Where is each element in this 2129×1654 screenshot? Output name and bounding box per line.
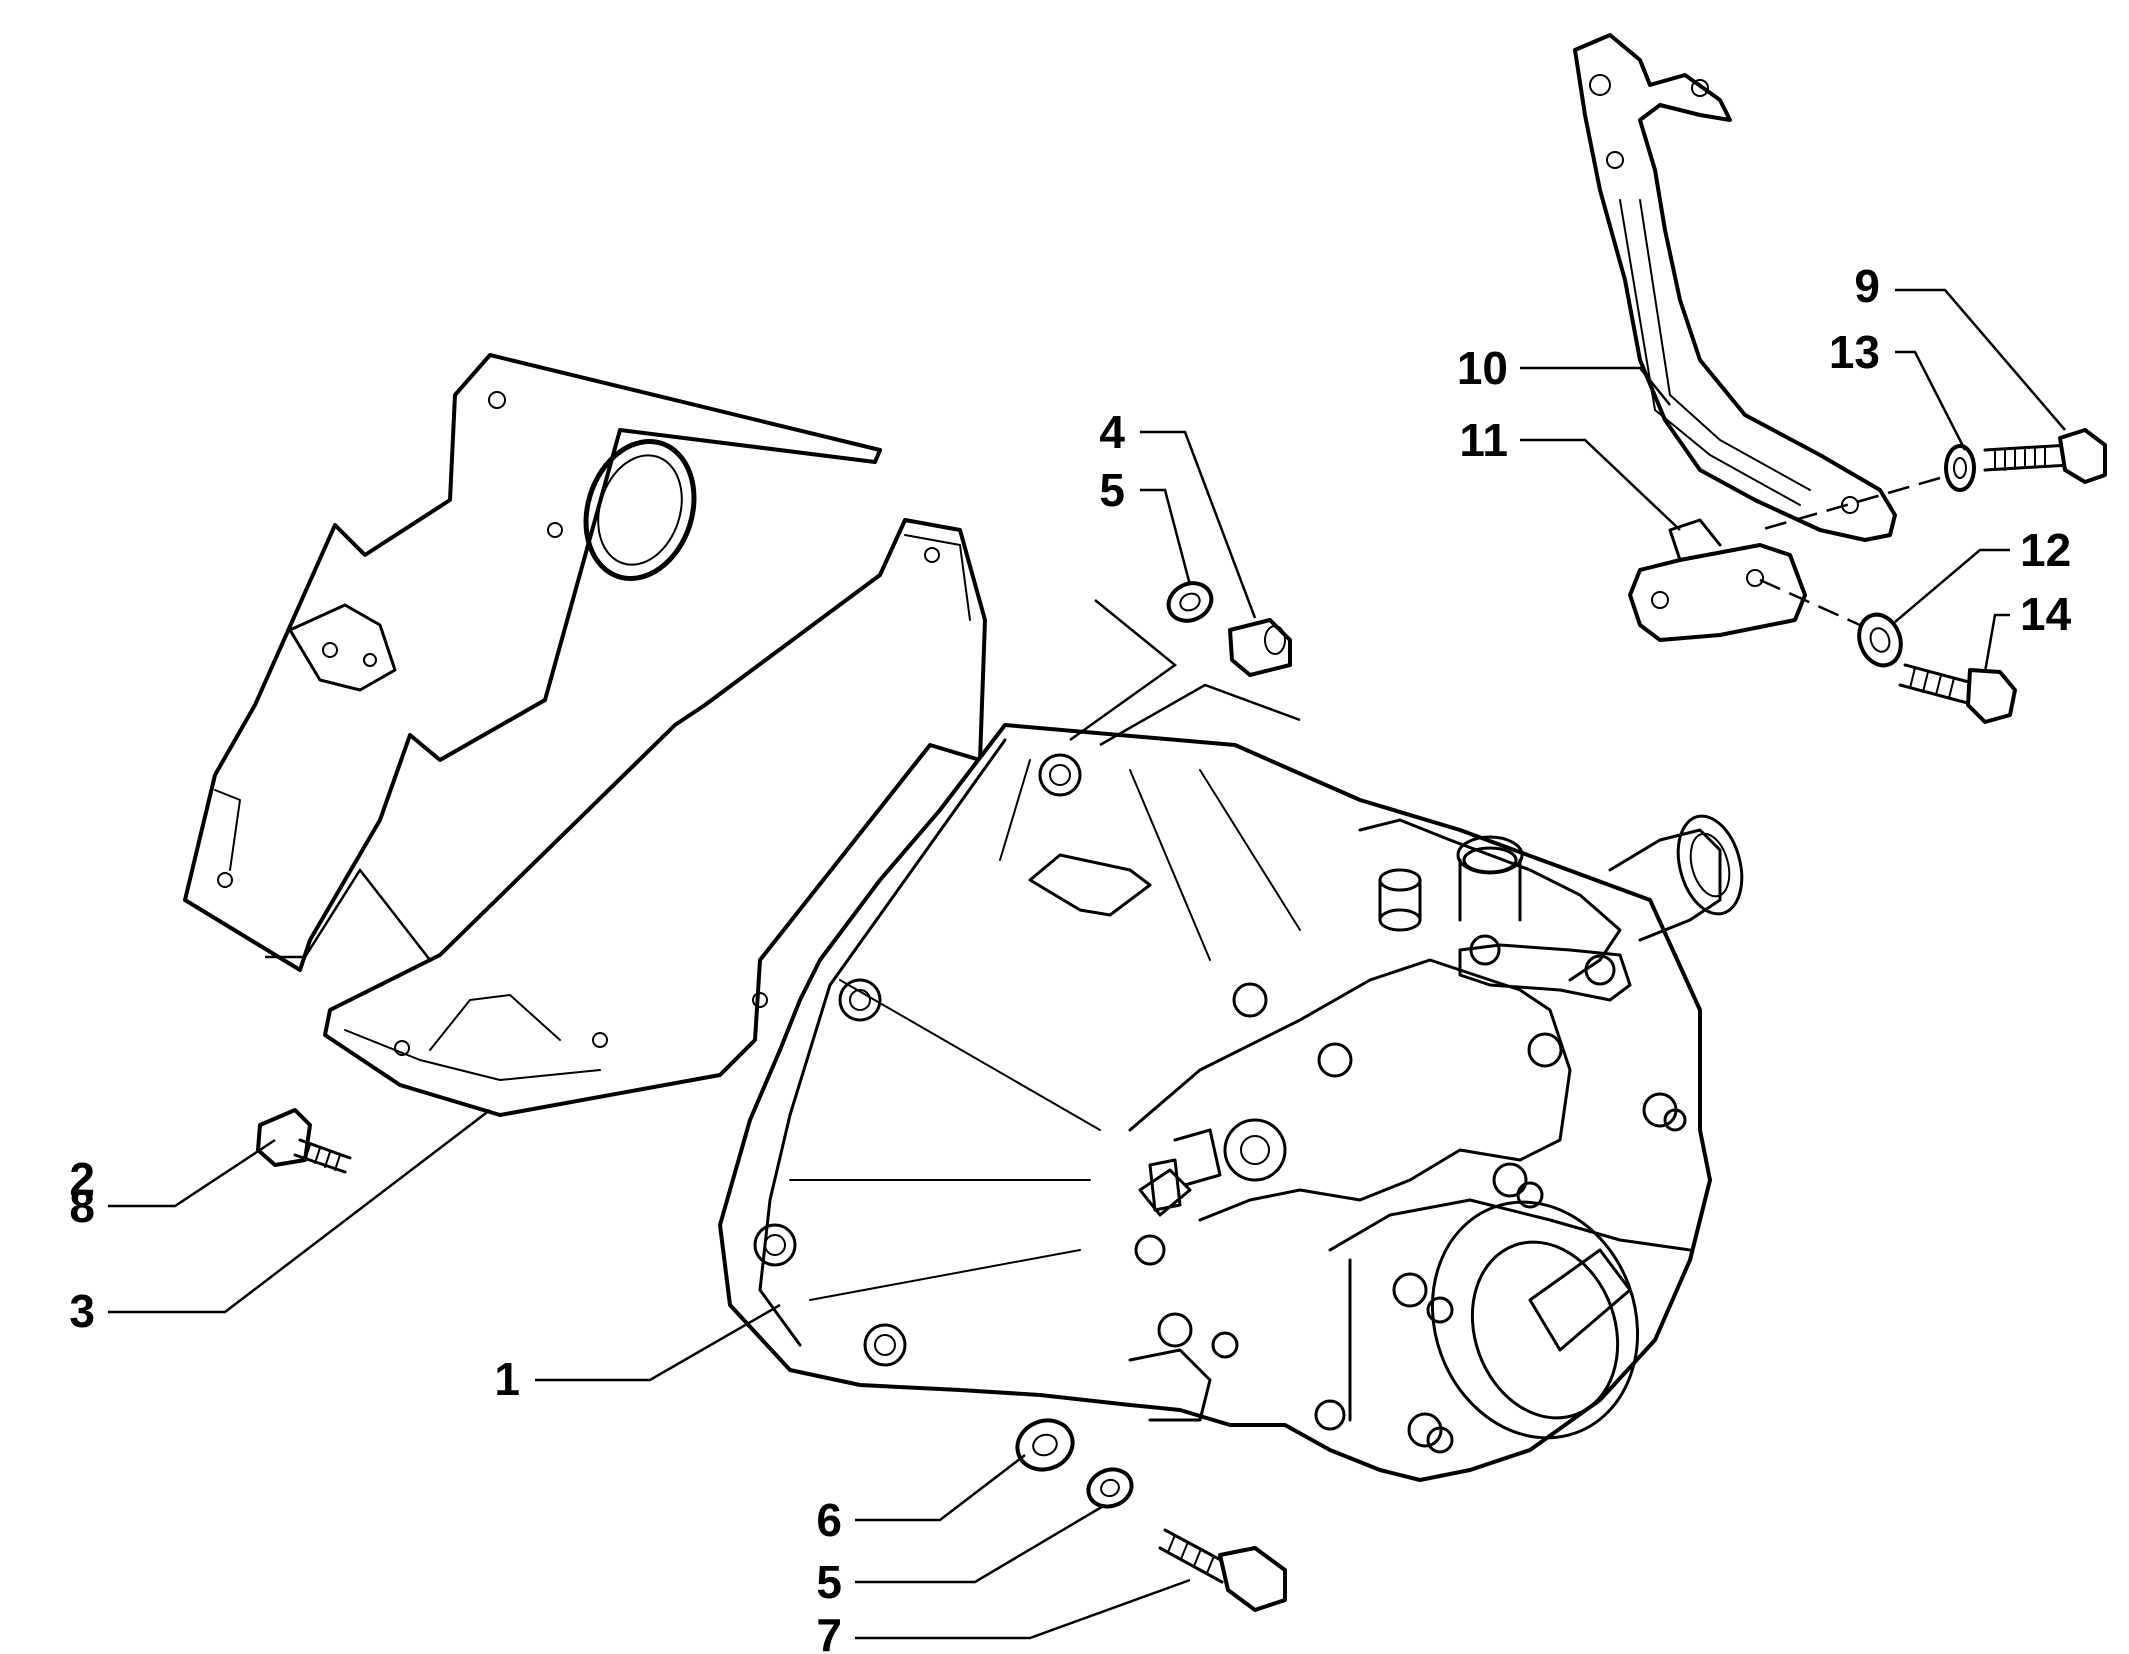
callout-1: 1 xyxy=(494,1353,520,1405)
leader-2 xyxy=(265,867,431,961)
nut-top xyxy=(1228,618,1292,677)
callout-3: 3 xyxy=(69,1285,95,1337)
leader-10 xyxy=(1520,366,1671,406)
lower-shield-plate xyxy=(323,518,987,1117)
leader-14 xyxy=(1983,613,2010,673)
washer-bottom xyxy=(1086,1467,1134,1509)
washer-bracket-lower xyxy=(1857,612,1903,668)
callout-5-top: 5 xyxy=(1099,464,1125,516)
washer-top xyxy=(1166,581,1214,623)
gearbox-housing xyxy=(718,723,1744,1482)
support-bracket-arm xyxy=(1573,33,1897,542)
callout-8: 8 xyxy=(69,1180,95,1232)
leader-5a xyxy=(1140,488,1192,586)
leader-7 xyxy=(855,1578,1191,1640)
leader-6 xyxy=(855,1454,1026,1522)
leader-9 xyxy=(1895,288,2066,431)
callout-10: 10 xyxy=(1457,342,1508,394)
leader-4 xyxy=(1140,430,1257,619)
callout-5-bottom: 5 xyxy=(816,1556,842,1608)
leader-3 xyxy=(108,1109,491,1314)
leader-8 xyxy=(108,1138,276,1208)
bolt-bracket-lower xyxy=(1898,663,2017,724)
callout-2: 2 xyxy=(69,1153,95,1205)
axis-lines xyxy=(1069,476,1941,747)
leader-1 xyxy=(535,1303,781,1382)
leader-13 xyxy=(1895,350,1967,451)
callout-13: 13 xyxy=(1829,326,1880,378)
callout-11: 11 xyxy=(1459,414,1508,466)
leader-lines xyxy=(108,288,2066,1640)
bolt-bottom xyxy=(1158,1528,1287,1612)
leader-11 xyxy=(1520,438,1681,531)
bolt-bracket-top xyxy=(1983,428,2107,484)
callout-9: 9 xyxy=(1854,260,1880,312)
mounting-plate xyxy=(1628,518,1807,642)
callout-labels: 1 2 3 4 5 5 6 7 8 9 10 11 12 13 14 xyxy=(69,260,2071,1654)
leader-12 xyxy=(1894,548,2010,623)
callout-12: 12 xyxy=(2020,524,2071,576)
washer-bracket-upper xyxy=(1944,444,1976,492)
callout-6: 6 xyxy=(816,1494,842,1546)
callout-7: 7 xyxy=(816,1609,842,1654)
callout-14: 14 xyxy=(2020,588,2072,640)
ring-bottom xyxy=(1015,1418,1075,1472)
callout-4: 4 xyxy=(1099,406,1125,458)
leader-5b xyxy=(855,1503,1106,1584)
